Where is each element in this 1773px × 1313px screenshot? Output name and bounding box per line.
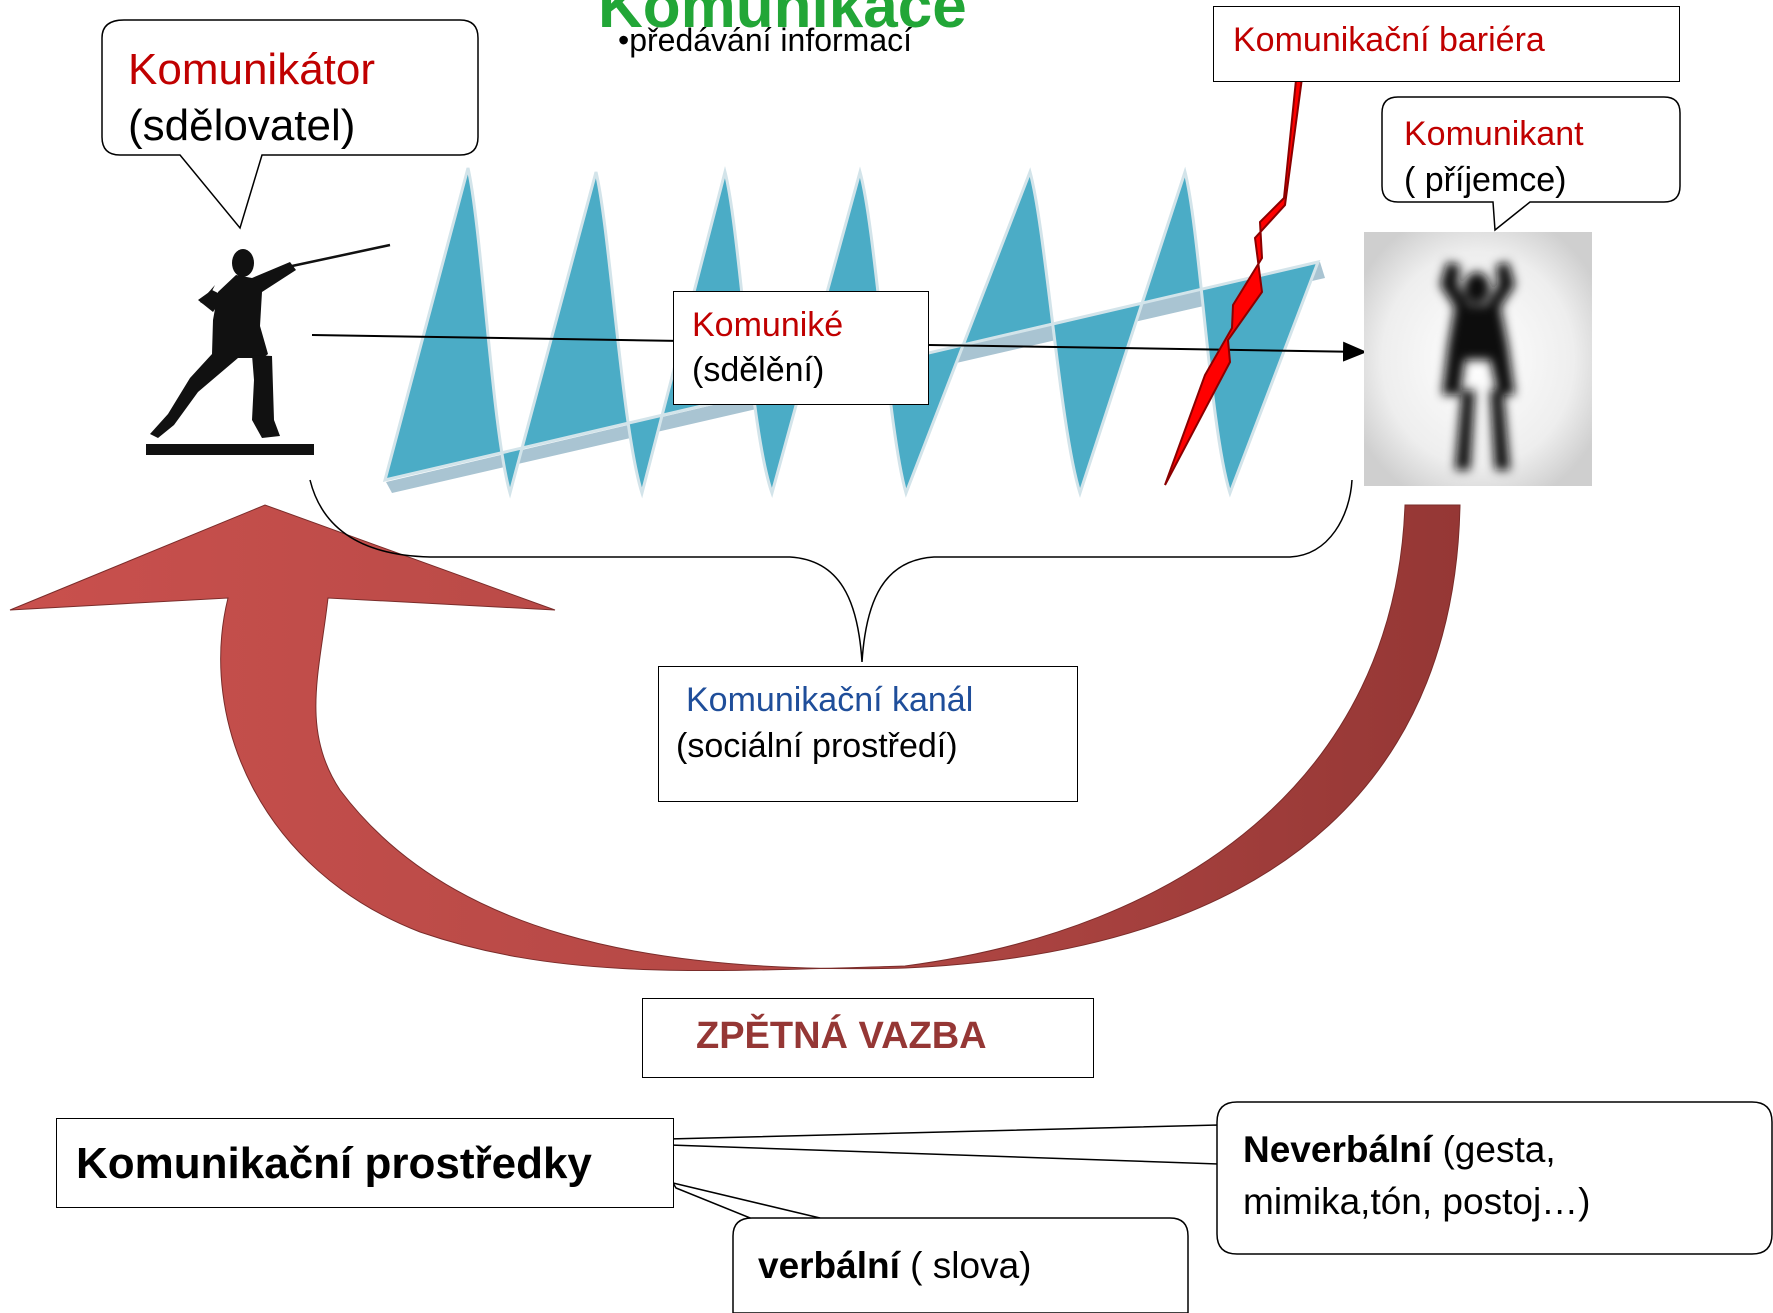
fencer-icon [146, 243, 391, 455]
message-box [673, 291, 929, 405]
feedback-label: ZPĚTNÁ VAZBA [696, 1015, 987, 1057]
channel-sublabel: (sociální prostředí) [676, 727, 958, 765]
means-connectors [666, 1124, 1219, 1223]
barrier-lightning-icon [1164, 76, 1304, 486]
recipient-callout [1381, 96, 1681, 232]
communicator-callout [101, 19, 479, 230]
recipient-sublabel: ( příjemce) [1404, 161, 1567, 199]
barrier-box [1213, 6, 1680, 82]
channel-label: Komunikační kanál [686, 681, 974, 719]
channel-box [658, 666, 1078, 802]
nonverbal-bold: Neverbální [1243, 1129, 1433, 1170]
verbal-bold: verbální [758, 1245, 900, 1286]
channel-brace [309, 479, 1353, 663]
verbal-line: verbální ( slova) [758, 1244, 1031, 1288]
verbal-callout [732, 1217, 1189, 1313]
communicator-label: Komunikátor [128, 45, 376, 94]
means-label: Komunikační prostředky [76, 1139, 592, 1188]
communicator-sublabel: (sdělovatel) [128, 101, 356, 150]
means-box [56, 1118, 674, 1208]
message-sublabel: (sdělění) [692, 351, 825, 389]
subtitle: •předávání informací [618, 22, 913, 58]
verbal-rest: ( slova) [899, 1245, 1032, 1286]
nonverbal-rest: (gesta, [1432, 1129, 1556, 1170]
feedback-arrow [9, 504, 1461, 972]
barrier-label: Komunikační bariéra [1233, 21, 1545, 59]
feedback-box [642, 998, 1094, 1078]
page-title: Komunikace [598, 0, 967, 41]
nonverbal-line1: Neverbální (gesta, [1243, 1128, 1556, 1172]
message-label: Komuniké [692, 306, 844, 344]
nonverbal-callout [1216, 1101, 1773, 1255]
person-silhouette-icon [1364, 232, 1592, 486]
nonverbal-line2: mimika,tón, postoj…) [1243, 1181, 1591, 1222]
recipient-label: Komunikant [1404, 115, 1584, 153]
